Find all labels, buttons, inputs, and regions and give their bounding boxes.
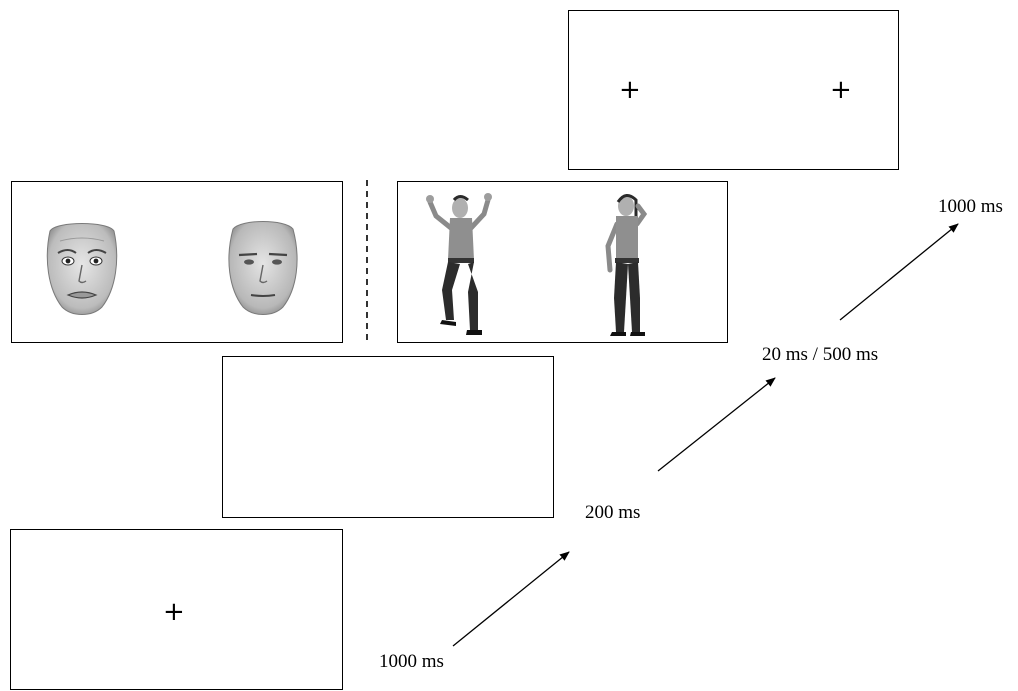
arrow-fixation-to-blank: [452, 551, 570, 647]
blank-frame: [222, 356, 554, 518]
fixation-cross-right: +: [830, 75, 852, 105]
fixation-cross: +: [163, 597, 185, 627]
timing-label-fixation: 1000 ms: [379, 651, 444, 672]
fearful-body-image: [426, 193, 492, 335]
arrow-stimulus-to-response: [839, 223, 959, 321]
face-stimulus-frame: [11, 181, 343, 343]
neutral-face-image: [228, 221, 298, 315]
neutral-body-image: [605, 194, 648, 336]
timing-label-stimulus: 20 ms / 500 ms: [762, 344, 879, 365]
fixation-cross-left: +: [619, 75, 641, 105]
timing-label-response: 1000 ms: [938, 196, 1003, 217]
fearful-face-image: [46, 223, 118, 315]
fixation-frame: +: [10, 529, 343, 690]
body-stimulus-frame: [397, 181, 728, 343]
response-frame: + +: [568, 10, 899, 170]
arrow-blank-to-stimulus: [657, 377, 776, 472]
timing-label-blank: 200 ms: [585, 502, 641, 523]
